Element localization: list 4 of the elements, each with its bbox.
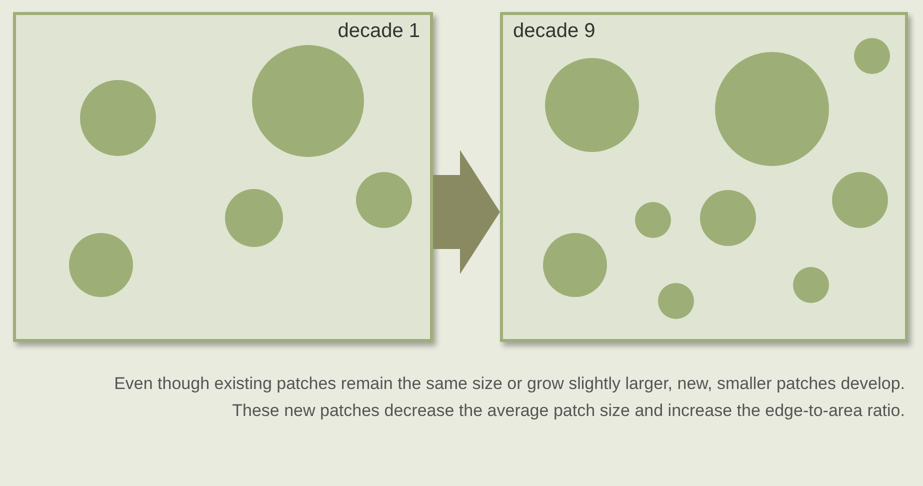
panel-title: decade 1	[338, 19, 420, 43]
block-arrow	[433, 150, 500, 274]
caption: Even though existing patches remain the same size or grow slightly larger, new, smaller patches develop. These new patches decrease the average patch size and increase the edge-to-area ratio.	[113, 373, 905, 422]
panel-title: decade 9	[513, 19, 596, 43]
